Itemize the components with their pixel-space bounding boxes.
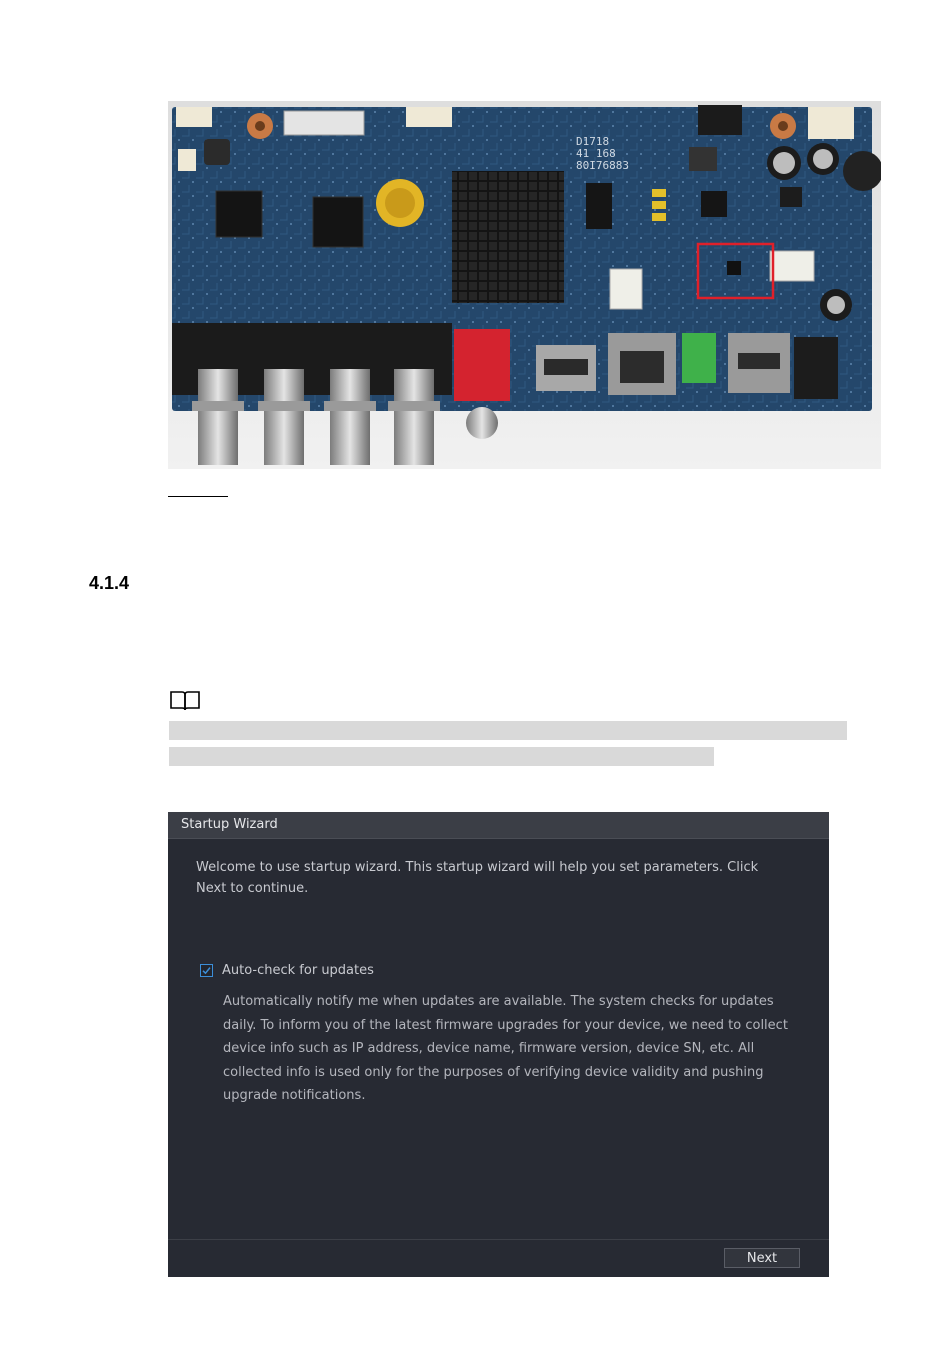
auto-check-label: Auto-check for updates [222, 963, 374, 978]
auto-check-updates-option[interactable]: Auto-check for updates [200, 963, 374, 978]
wizard-titlebar: Startup Wizard [168, 812, 829, 839]
chip-middle [312, 196, 364, 248]
startup-wizard-dialog: Startup Wizard Welcome to use startup wi… [168, 812, 829, 1277]
note-text-bar-2 [169, 747, 714, 766]
sata-connector [698, 105, 742, 135]
board-label-1: D1718 [576, 135, 609, 148]
bnc-connector-4 [388, 369, 440, 465]
wizard-title: Startup Wizard [181, 817, 278, 832]
section-number: 4.1.4 [89, 573, 130, 593]
bnc-connector-2 [258, 369, 310, 465]
board-label-2: 41 168 [576, 147, 616, 160]
auto-check-description: Automatically notify me when updates are… [223, 994, 788, 1103]
bnc-connector-1 [192, 369, 244, 465]
welcome-text: Welcome to use startup wizard. This star… [196, 860, 759, 896]
note-text-bar-1 [169, 721, 847, 740]
circuit-board-photo: D1718 41 168 80I76883 [168, 101, 881, 469]
figure-caption-underline [168, 496, 228, 497]
next-button[interactable]: Next [724, 1248, 800, 1268]
chip-left [215, 190, 263, 238]
board-label-3: 80I76883 [576, 159, 629, 172]
power-jack [794, 337, 838, 399]
bnc-connector-3 [324, 369, 376, 465]
reset-button-highlight [696, 242, 775, 300]
connector-top-left [176, 107, 212, 127]
rca-jack [454, 329, 510, 401]
book-note-icon [169, 689, 201, 713]
terminal-block [682, 333, 716, 383]
auto-check-checkbox[interactable] [200, 964, 213, 977]
heatsink [452, 171, 564, 303]
checkmark-icon [202, 967, 211, 975]
wizard-footer-divider [168, 1239, 829, 1240]
